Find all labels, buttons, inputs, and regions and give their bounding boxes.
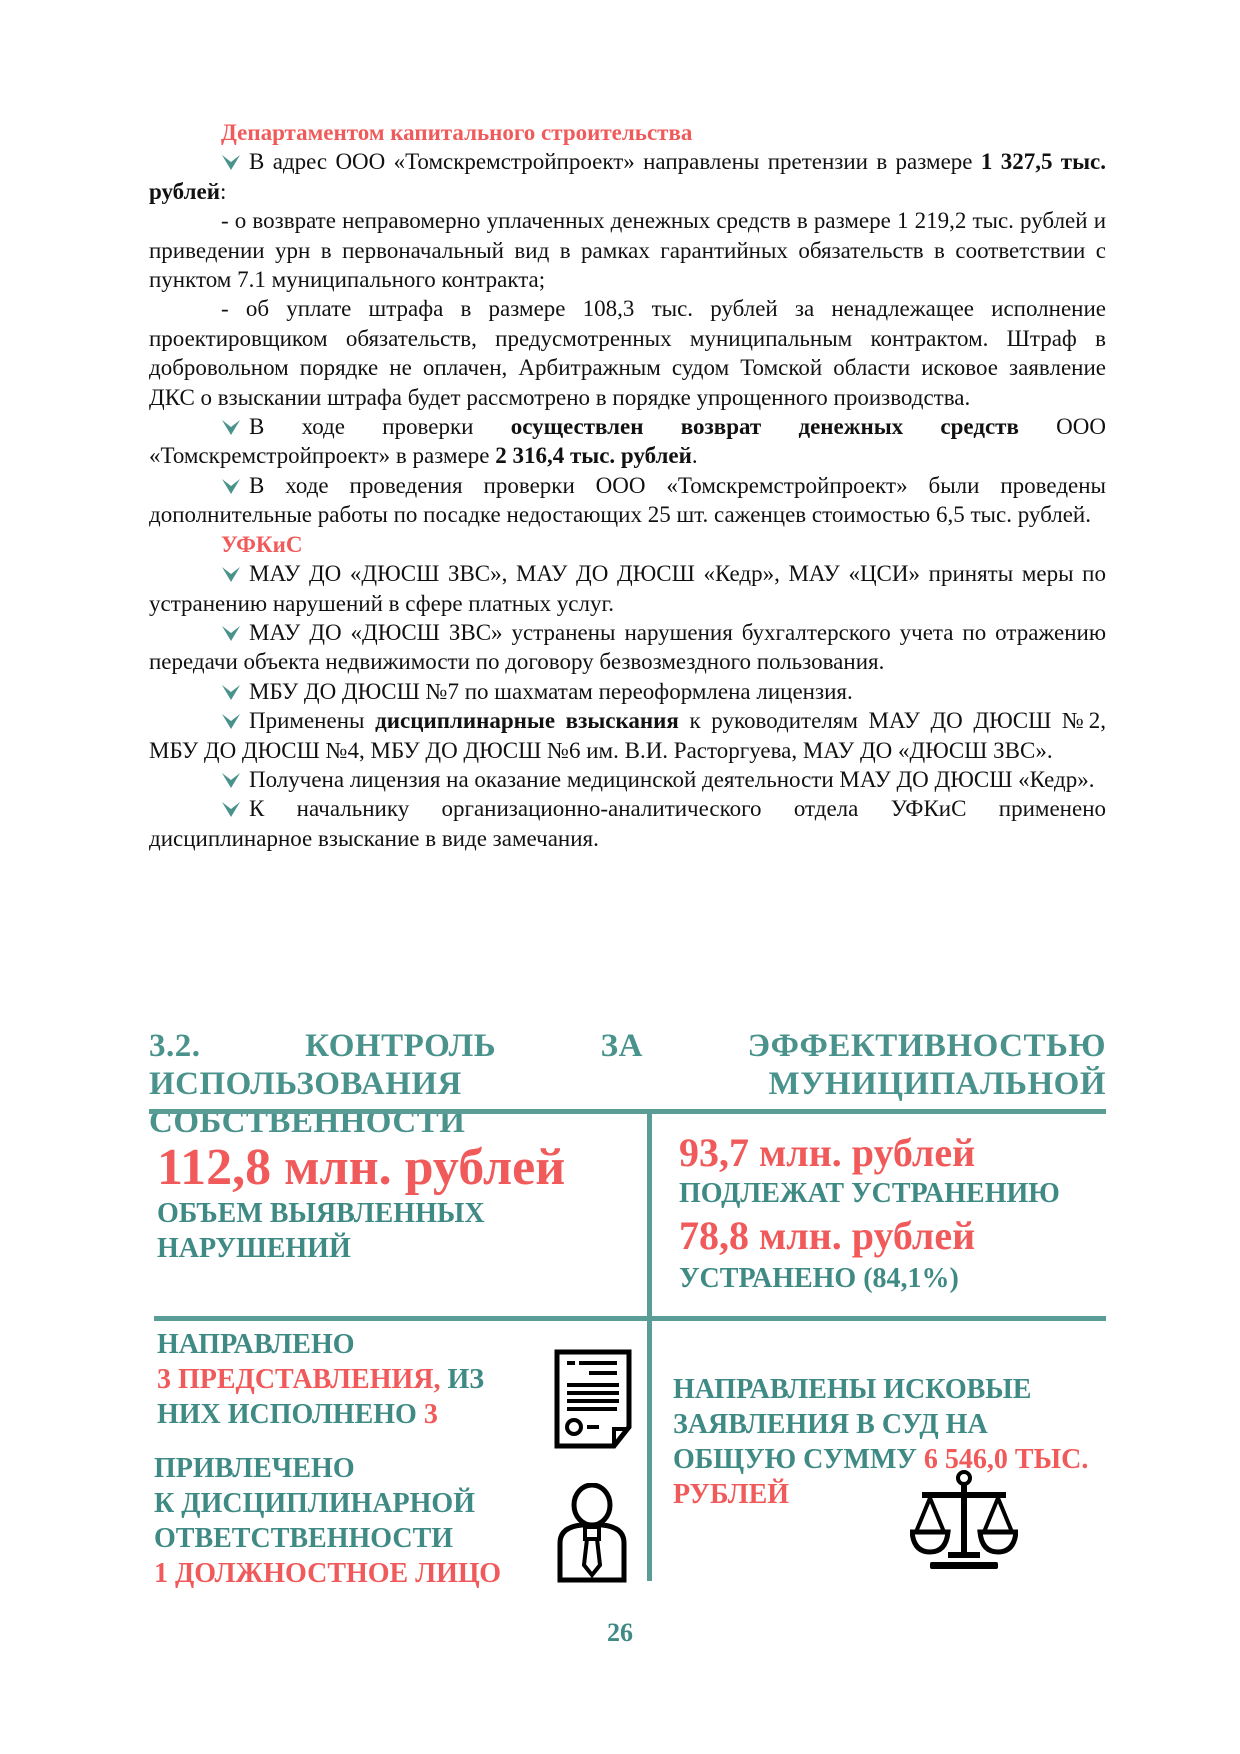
text: . <box>691 443 698 469</box>
check-bullet-icon <box>222 772 240 788</box>
text: МАУ ДО «ДЮСШ ЗВС», МАУ ДО ДЮСШ «Кедр», М… <box>149 561 1106 616</box>
label-line: НИХ ИСПОЛНЕНО 3 <box>157 1397 484 1432</box>
value: РУБЛЕЙ <box>673 1479 790 1510</box>
scales-of-justice-icon <box>910 1470 1018 1569</box>
subheading-ufkis: УФКиС <box>221 531 303 557</box>
check-bullet-icon <box>222 684 240 700</box>
paragraph: В ходе проведения проверки ООО «Томскрем… <box>149 471 1106 530</box>
label-line: ОТВЕТСТВЕННОСТИ <box>154 1523 454 1554</box>
text: Применены <box>249 708 376 734</box>
emphasis: осуществлен возврат денежных средств <box>510 414 1019 440</box>
paragraph: МБУ ДО ДЮСШ №7 по шахматам переоформлена… <box>149 677 1106 706</box>
text: к руководителям МАУ ДО ДЮСШ №2, МБУ ДО Д… <box>149 708 1106 763</box>
fixed-value: 78,8 млн. рублей <box>679 1213 976 1258</box>
total-violations-label: ОБЪЕМ ВЫЯВЛЕННЫХ НАРУШЕНИЙ <box>157 1196 485 1266</box>
divider-middle <box>154 1316 1106 1321</box>
paragraph: В адрес ООО «Томскремстройпроект» направ… <box>149 147 1106 206</box>
label-line: ЗАЯВЛЕНИЯ В СУД НА <box>673 1409 988 1440</box>
discipline-block: ПРИВЛЕЧЕНО К ДИСЦИПЛИНАРНОЙ ОТВЕТСТВЕННО… <box>154 1451 501 1591</box>
body-text: Департаментом капитального строительства… <box>149 118 1106 853</box>
total-violations-value: 112,8 млн. рублей <box>157 1139 566 1196</box>
label-line: ПРИВЛЕЧЕНО <box>154 1453 355 1484</box>
text: В ходе проверки <box>249 414 511 440</box>
label-line: ОБЪЕМ ВЫЯВЛЕННЫХ <box>157 1198 485 1229</box>
label-line: 3 ПРЕДСТАВЛЕНИЯ, ИЗ <box>157 1362 484 1397</box>
amount: 1 327,5 тыс. рублей <box>149 149 1107 204</box>
paragraph: Получена лицензия на оказание медицинско… <box>149 765 1106 794</box>
text: НИХ ИСПОЛНЕНО <box>157 1399 424 1430</box>
check-bullet-icon <box>222 625 240 641</box>
paragraph: МАУ ДО «ДЮСШ ЗВС» устранены нарушения бу… <box>149 618 1106 677</box>
divider-vertical <box>647 1112 652 1581</box>
check-bullet-icon <box>222 420 240 436</box>
value: 1 ДОЛЖНОСТНОЕ ЛИЦО <box>154 1558 502 1589</box>
amount: 2 316,4 тыс. рублей <box>495 443 692 469</box>
emphasis: дисциплинарные взыскания <box>375 708 679 734</box>
label-line: НАПРАВЛЕНЫ ИСКОВЫЕ <box>673 1374 1032 1405</box>
text: В адрес ООО «Томскремстройпроект» направ… <box>249 149 981 175</box>
label-line: НАПРАВЛЕНО <box>157 1329 355 1360</box>
paragraph: Применены дисциплинарные взыскания к рук… <box>149 706 1106 765</box>
representations-block: НАПРАВЛЕНО 3 ПРЕДСТАВЛЕНИЯ, ИЗ НИХ ИСПОЛ… <box>157 1327 484 1432</box>
paragraph: - о возврате неправомерно уплаченных ден… <box>149 208 1106 293</box>
label-line: К ДИСЦИПЛИНАРНОЙ <box>154 1488 475 1519</box>
official-person-icon <box>557 1483 627 1583</box>
paragraph: - об уплате штрафа в размере 108,3 тыс. … <box>149 296 1106 410</box>
paragraph: В ходе проверки осуществлен возврат дене… <box>149 412 1106 471</box>
check-bullet-icon <box>222 802 240 818</box>
text: МБУ ДО ДЮСШ №7 по шахматам переоформлена… <box>249 678 853 704</box>
label-line: ОБЩУЮ СУММУ 6 546,0 ТЫС. <box>673 1442 1088 1477</box>
check-bullet-icon <box>222 155 240 171</box>
text: ИЗ <box>440 1364 485 1395</box>
value: 3 ПРЕДСТАВЛЕНИЯ, <box>157 1364 441 1395</box>
text: МАУ ДО «ДЮСШ ЗВС» устранены нарушения бу… <box>149 619 1106 675</box>
lawsuits-block: НАПРАВЛЕНЫ ИСКОВЫЕ ЗАЯВЛЕНИЯ В СУД НА ОБ… <box>673 1372 1088 1512</box>
paragraph: К начальнику организационно-аналитическо… <box>149 794 1106 853</box>
check-bullet-icon <box>222 478 240 494</box>
text: : <box>219 178 227 204</box>
page-number: 26 <box>607 1618 633 1647</box>
check-bullet-icon <box>222 714 240 730</box>
value: 6 546,0 ТЫС. <box>923 1444 1089 1475</box>
text: Получена лицензия на оказание медицинско… <box>249 766 1095 792</box>
paragraph: МАУ ДО «ДЮСШ ЗВС», МАУ ДО ДЮСШ «Кедр», М… <box>149 559 1106 618</box>
subheading-dks: Департаментом капитального строительства <box>221 120 693 145</box>
text: ООО «Томскремстройпроект» в размере <box>149 414 1106 469</box>
fixed-label: УСТРАНЕНО (84,1%) <box>679 1263 959 1294</box>
to-fix-value: 93,7 млн. рублей <box>679 1130 976 1175</box>
document-icon <box>554 1349 632 1449</box>
divider-top <box>149 1109 1106 1114</box>
text: ОБЩУЮ СУММУ <box>673 1444 924 1475</box>
check-bullet-icon <box>222 567 240 583</box>
label-line: НАРУШЕНИЙ <box>157 1233 351 1264</box>
text: В ходе проведения проверки ООО «Томскрем… <box>149 472 1106 528</box>
value: 3 <box>423 1399 438 1430</box>
section-title: 3.2. КОНТРОЛЬ ЗА ЭФФЕКТИВНОСТЬЮ ИСПОЛЬЗО… <box>149 1028 1106 1140</box>
to-fix-label: ПОДЛЕЖАТ УСТРАНЕНИЮ <box>679 1178 1060 1209</box>
text: К начальнику организационно-аналитическо… <box>149 796 1106 851</box>
